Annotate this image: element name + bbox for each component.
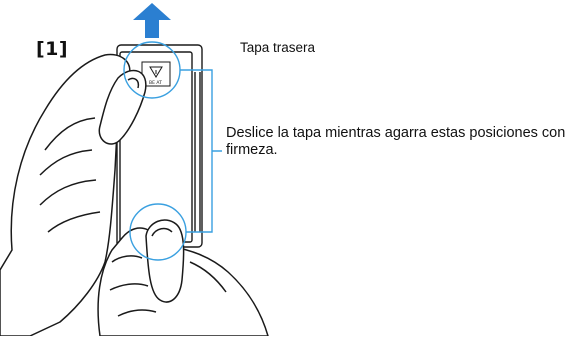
- left-hand: [0, 53, 147, 337]
- callout-bracket: [180, 69, 222, 233]
- step-number: [1]: [36, 38, 69, 60]
- device-mark: BE AT: [149, 80, 162, 86]
- triangle-warning-icon: BE AT: [141, 61, 171, 87]
- right-hand: [97, 219, 269, 337]
- instruction-text: Deslice la tapa mientras agarra estas po…: [226, 125, 566, 158]
- back-cover-label: Tapa trasera: [240, 40, 316, 55]
- arrow-up-icon: [133, 3, 171, 38]
